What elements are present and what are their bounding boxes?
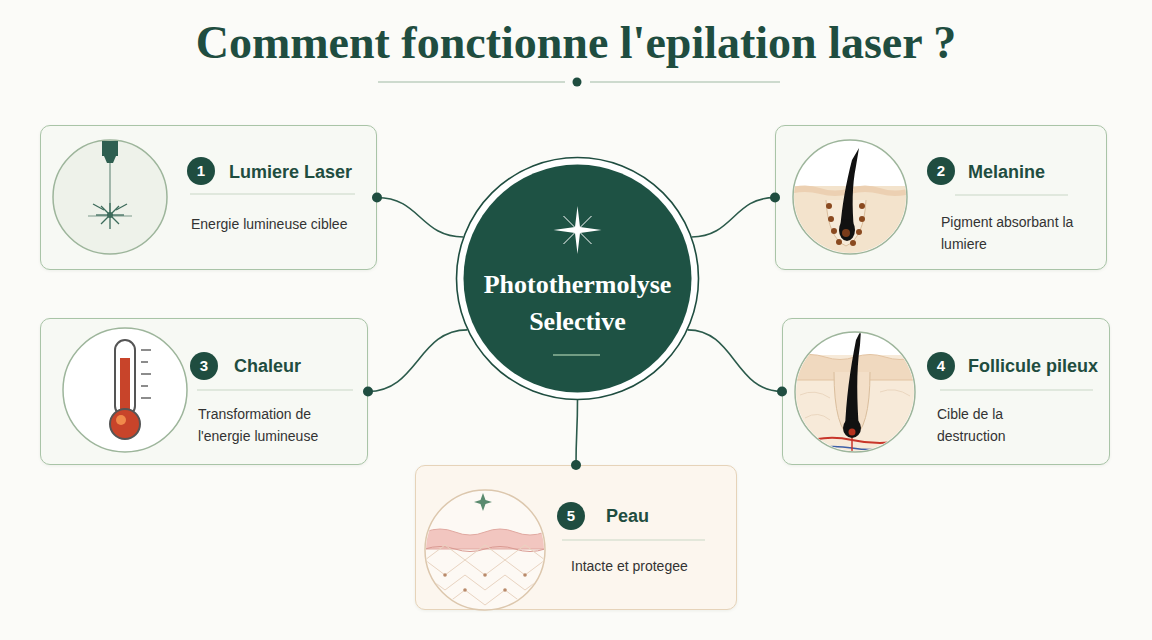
badge-circle <box>557 502 585 530</box>
step-description: Pigment absorbant la lumiere <box>941 211 1081 255</box>
title-rule <box>573 78 582 87</box>
title-rule <box>378 78 780 87</box>
step-badge: 2 <box>927 157 955 185</box>
step-box: PeauIntacte et protegee 5 <box>415 465 737 610</box>
connector-line <box>576 400 578 465</box>
badge-circle <box>927 157 955 185</box>
badge-circle <box>927 352 955 380</box>
badge-circle <box>187 157 215 185</box>
circle-fill <box>464 165 692 393</box>
connector-line <box>688 330 782 392</box>
diagram-title: Comment fonctionne l'epilation laser ? <box>0 14 1152 72</box>
badge-circle <box>190 352 218 380</box>
title-rule <box>378 81 565 82</box>
callout-number: 1 <box>187 157 215 185</box>
connector-line <box>692 198 775 237</box>
step-badge: 1 <box>187 157 215 185</box>
step-heading: Lumiere Laser <box>229 161 374 183</box>
step-badge: 5 <box>557 502 585 530</box>
step-badge: 4 <box>927 352 955 380</box>
callout-number: 3 <box>190 352 218 380</box>
step-box: MelaninePigment absorbant la lumiere 2 <box>775 125 1107 270</box>
step-description: Cible de la destruction <box>937 403 1057 447</box>
callout-number: 2 <box>927 157 955 185</box>
circle-rule <box>553 354 600 356</box>
sparkle-symbol <box>554 206 602 254</box>
center-label: Photothermolyse Selective <box>467 266 688 340</box>
step-heading: Follicule pileux <box>968 355 1110 377</box>
callout-number: 5 <box>557 502 585 530</box>
sparkle-symbol <box>564 216 592 244</box>
sparkle-symbol <box>575 227 581 233</box>
step-description: Intacte et protegee <box>571 555 731 577</box>
step-description: Energie lumineuse ciblee <box>191 213 371 235</box>
step-description: Transformation de l'energie lumineuse <box>198 403 353 447</box>
callout-number: 4 <box>927 352 955 380</box>
sparkle-symbol <box>554 206 602 254</box>
title-rule <box>590 81 780 82</box>
connector-line <box>377 198 463 237</box>
step-heading: Melanine <box>968 161 1098 183</box>
step-box: ChaleurTransformation de l'energie lumin… <box>40 318 368 465</box>
step-box: Lumiere LaserEnergie lumineuse ciblee 1 <box>40 125 377 270</box>
step-heading: Peau <box>606 505 726 527</box>
connector-line <box>368 330 467 392</box>
step-heading: Chaleur <box>234 355 364 377</box>
sparkle-symbol <box>564 216 592 244</box>
step-badge: 3 <box>190 352 218 380</box>
step-box: Follicule pileuxCible de la destruction 4 <box>782 318 1110 465</box>
center-circle: Photothermolyse Selective <box>455 156 700 401</box>
circle-ring <box>457 158 699 400</box>
